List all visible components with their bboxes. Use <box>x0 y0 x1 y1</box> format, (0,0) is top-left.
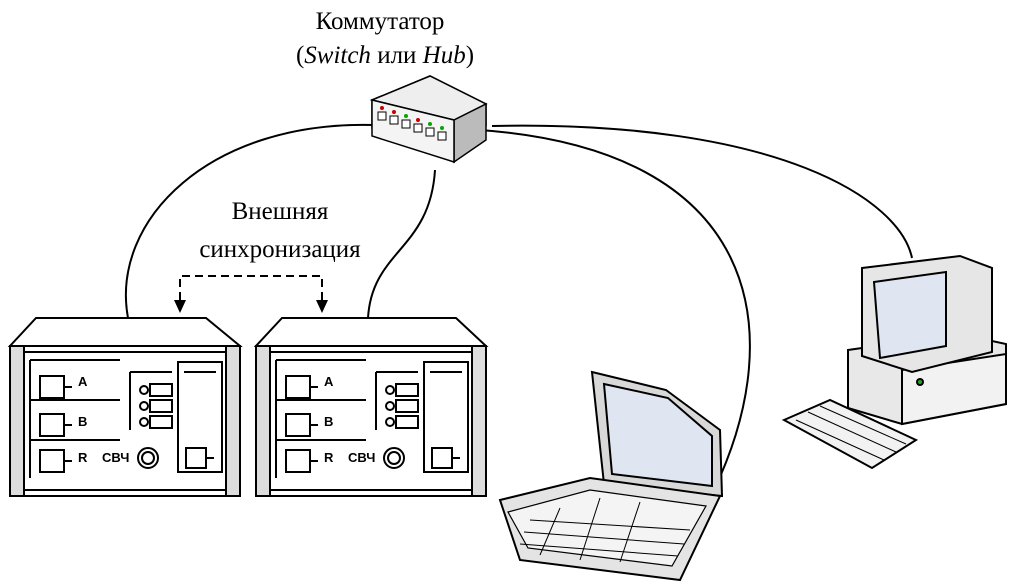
switch-device <box>369 75 488 164</box>
rf-label-1: СВЧ <box>102 450 129 465</box>
switch-label-line2: (Switch или Hub) <box>295 42 475 69</box>
instrument-2 <box>253 317 489 497</box>
port-a-label-1: A <box>78 374 88 389</box>
instrument-1 <box>7 317 243 497</box>
port-r-label-1: R <box>78 450 88 465</box>
port-b-label-2: B <box>324 414 333 429</box>
port-a-label-2: A <box>324 374 334 389</box>
cables <box>125 123 913 491</box>
switch-label-line1: Коммутатор <box>315 8 445 35</box>
desktop-computer-icon <box>781 254 1007 470</box>
cable-instrument2-switch <box>367 169 436 319</box>
sync-connector <box>174 275 328 313</box>
sync-label-line2: синхронизация <box>199 236 361 263</box>
cable-laptop-switch <box>479 129 751 491</box>
port-b-label-1: B <box>78 414 87 429</box>
cable-desktop-switch <box>491 124 913 259</box>
sync-arrow-left <box>174 300 186 313</box>
cable-instrument1-switch <box>125 123 376 319</box>
port-r-label-2: R <box>324 450 334 465</box>
sync-label-line1: Внешняя <box>231 198 329 225</box>
rf-label-2: СВЧ <box>348 450 375 465</box>
laptop-icon <box>498 370 724 582</box>
sync-arrow-right <box>316 300 328 313</box>
